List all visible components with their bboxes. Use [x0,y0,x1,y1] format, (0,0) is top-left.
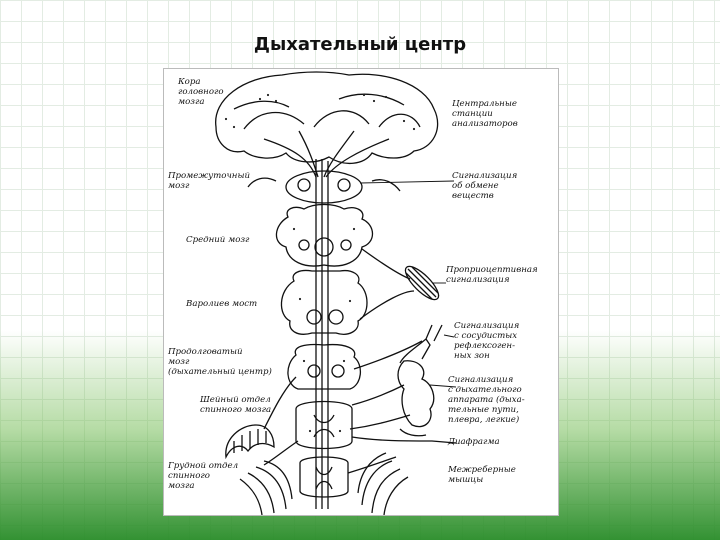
label-resp-apparatus: Сигнализация с дыхательного аппарата (ды… [448,375,525,425]
label-diencephalon: Промежуточный мозг [168,171,250,191]
label-central-stations: Центральные станции анализаторов [452,99,518,129]
label-cortex: Кора головного мозга [178,77,224,107]
diencephalon [285,170,363,204]
diagram-drawing [215,71,457,515]
label-diaphragm: Диафрагма [448,437,500,447]
label-midbrain: Средний мозг [186,235,250,245]
pons [280,269,368,335]
label-medulla: Продолговатый мозг (дыхательный центр) [168,347,272,377]
medulla-oblongata [287,343,361,390]
midbrain [275,203,374,267]
carotid-vessel [399,324,443,364]
label-thoracic: Грудной отдел спинного мозга [168,461,239,491]
thoracic-spinal-cord [299,456,349,498]
label-metabolism-signal: Сигнализация об обмене веществ [452,171,518,201]
slide-title: Дыхательный центр [253,34,467,55]
stipple-texture [224,93,416,433]
label-intercostal: Межреберные мышцы [448,465,516,485]
label-pons: Варолиев мост [186,299,258,309]
cervical-spinal-cord [295,400,353,450]
ribs-left [239,460,293,515]
cerebral-cortex [215,71,439,164]
airways [397,360,435,428]
respiratory-center-diagram: Кора головного мозга Центральные станции… [163,68,559,516]
ribs-right [357,452,409,515]
label-cervical: Шейный отдел спинного мозга [200,395,272,415]
label-proprioceptive: Проприоцептивная сигнализация [446,265,538,285]
muscle-spindle [404,265,440,301]
label-vascular-signal: Сигнализация с сосудистых рефлексоген- н… [454,321,520,361]
